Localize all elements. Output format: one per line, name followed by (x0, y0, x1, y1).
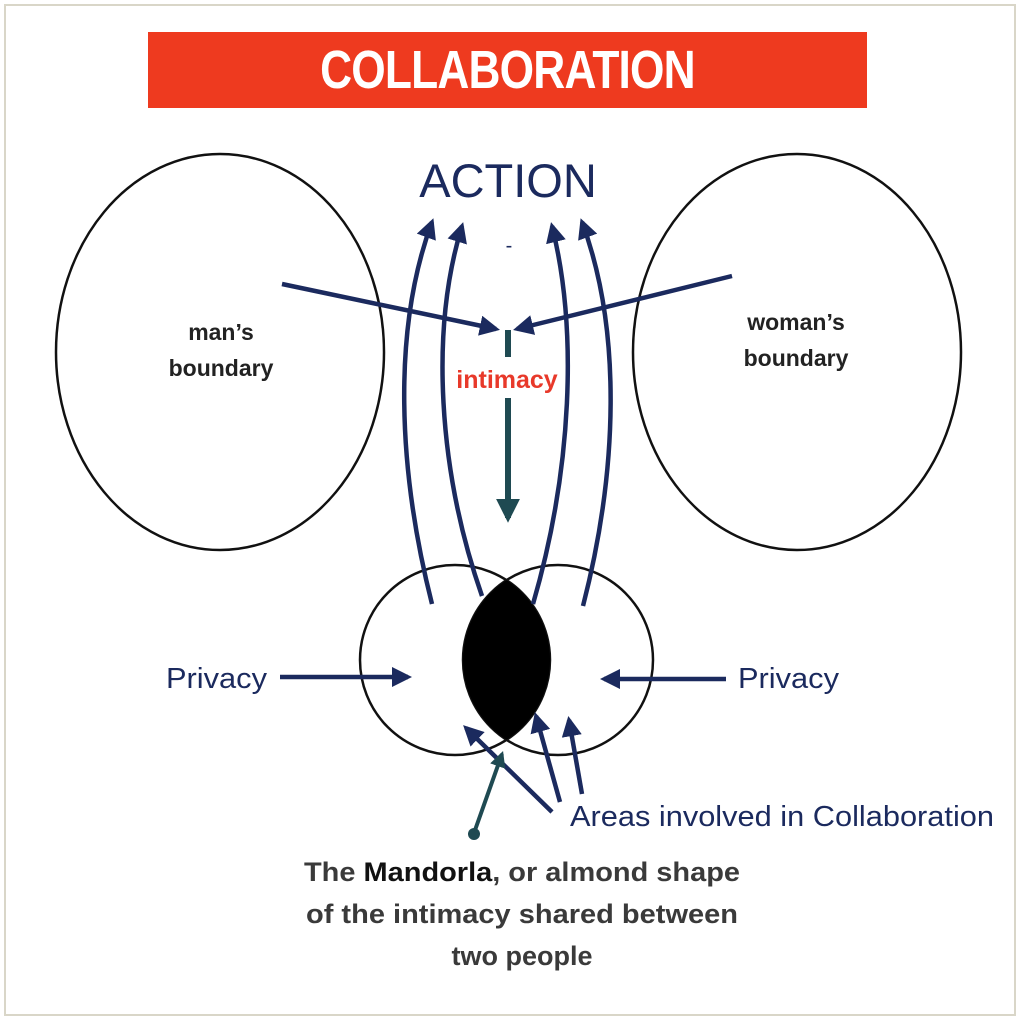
privacy-right-label: Privacy (738, 663, 840, 695)
action-dash: - (506, 235, 513, 257)
action-arrow-inner-right (530, 222, 571, 605)
intimacy-label: intimacy (456, 366, 558, 394)
action-arrow-outer-left (402, 218, 436, 605)
mandorla-caption-bold: Mandorla (364, 857, 494, 887)
mandorla-caption-line3: two people (452, 941, 593, 971)
mandorla-caption-post: , or almond shape (492, 857, 740, 887)
woman-to-intimacy-arrow (513, 273, 733, 335)
man-boundary-label-line2: boundary (169, 355, 274, 381)
areas-arrow-2 (530, 712, 563, 803)
title-banner: COLLABORATION (148, 32, 867, 108)
woman-boundary-oval (631, 152, 963, 552)
man-boundary-oval (54, 152, 386, 552)
mandorla-shape (463, 565, 550, 755)
action-label: ACTION (419, 154, 597, 207)
mandorla-caption-pre: The (304, 857, 364, 887)
areas-arrow-3 (561, 716, 585, 795)
image-frame (4, 4, 1016, 1016)
areas-arrow-1 (463, 725, 554, 814)
woman-boundary-label-line2: boundary (744, 345, 849, 371)
mandorla-caption-line1: The Mandorla, or almond shape (304, 857, 740, 887)
mandorla-caption-line2: of the intimacy shared between (306, 899, 738, 929)
action-arrow-inner-left (440, 222, 485, 597)
banner-title: COLLABORATION (320, 40, 696, 100)
areas-label: Areas involved in Collaboration (570, 801, 994, 833)
man-to-intimacy-arrow (281, 281, 500, 336)
privacy-left-label: Privacy (166, 663, 268, 695)
mandorla-pointer-dot (468, 828, 480, 840)
action-arrow-outer-right (578, 218, 613, 607)
woman-boundary-label-line1: woman’s (746, 309, 845, 335)
man-boundary-label-line1: man’s (188, 319, 254, 345)
mandorla-pointer-arrow (472, 750, 506, 834)
